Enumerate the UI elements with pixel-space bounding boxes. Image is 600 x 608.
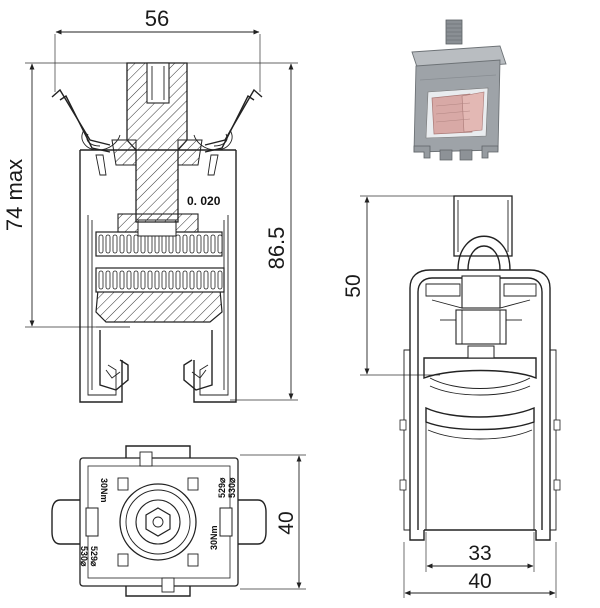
tooth [112, 234, 118, 254]
tooth [161, 234, 167, 254]
code-b-left: 530⌀ [79, 546, 89, 567]
height-86-5-label: 86.5 [264, 227, 289, 270]
code-b-right: 530⌀ [227, 477, 237, 498]
tooth [126, 270, 132, 290]
tooth [217, 234, 223, 254]
side-outer-width-40-label: 40 [468, 570, 491, 593]
tooth [210, 270, 216, 290]
tooth [105, 234, 111, 254]
tooth [196, 270, 202, 290]
tooth [182, 234, 188, 254]
tooth [140, 234, 146, 254]
lower-teeth [98, 270, 223, 290]
dimension-40-height: 40 [240, 454, 306, 590]
tooth [175, 234, 181, 254]
height-74-max-label: 74 max [2, 159, 27, 231]
tooth [126, 234, 132, 254]
tooth [217, 270, 223, 290]
tooth [203, 270, 209, 290]
tooth [203, 234, 209, 254]
dimension-86-5: 86.5 [170, 62, 298, 401]
tooth [119, 234, 125, 254]
side-height-50-label: 50 [342, 274, 365, 297]
tooth [133, 270, 139, 290]
tooth [182, 270, 188, 290]
tooth [175, 270, 181, 290]
code-a-left: 529⌀ [89, 546, 99, 567]
tooth [196, 234, 202, 254]
tooth [189, 270, 195, 290]
tooth [154, 270, 160, 290]
dimension-56: 56 [54, 6, 261, 92]
tooth [147, 234, 153, 254]
width-56-label: 56 [145, 6, 169, 31]
tooth [105, 270, 111, 290]
tooth [98, 234, 104, 254]
dimension-33: 33 [425, 532, 535, 572]
part-note: 0. 020 [187, 194, 221, 208]
tooth [98, 270, 104, 290]
tooth [140, 270, 146, 290]
tooth [210, 234, 216, 254]
tooth [112, 270, 118, 290]
front-section-view: 56 74 max 86.5 [2, 6, 298, 403]
code-a-right: 529⌀ [217, 477, 227, 498]
dimension-40-width: 40 [403, 542, 557, 598]
tooth [154, 234, 160, 254]
top-view: 40 30Nm 529⌀ 530⌀ [51, 445, 306, 597]
tooth [168, 234, 174, 254]
tooth [189, 234, 195, 254]
dimension-50: 50 [342, 195, 454, 376]
side-inner-width-33-label: 33 [468, 542, 491, 565]
upper-teeth [98, 234, 223, 254]
tooth [168, 270, 174, 290]
side-view: 50 [342, 195, 561, 598]
torque-label-left: 30Nm [99, 478, 109, 503]
dimension-74-max: 74 max [2, 62, 150, 328]
tooth [133, 234, 139, 254]
torque-label-right: 30Nm [209, 525, 219, 550]
tooth [119, 270, 125, 290]
product-photo [411, 19, 507, 161]
tooth [161, 270, 167, 290]
top-height-40-label: 40 [275, 511, 298, 534]
tooth [147, 270, 153, 290]
